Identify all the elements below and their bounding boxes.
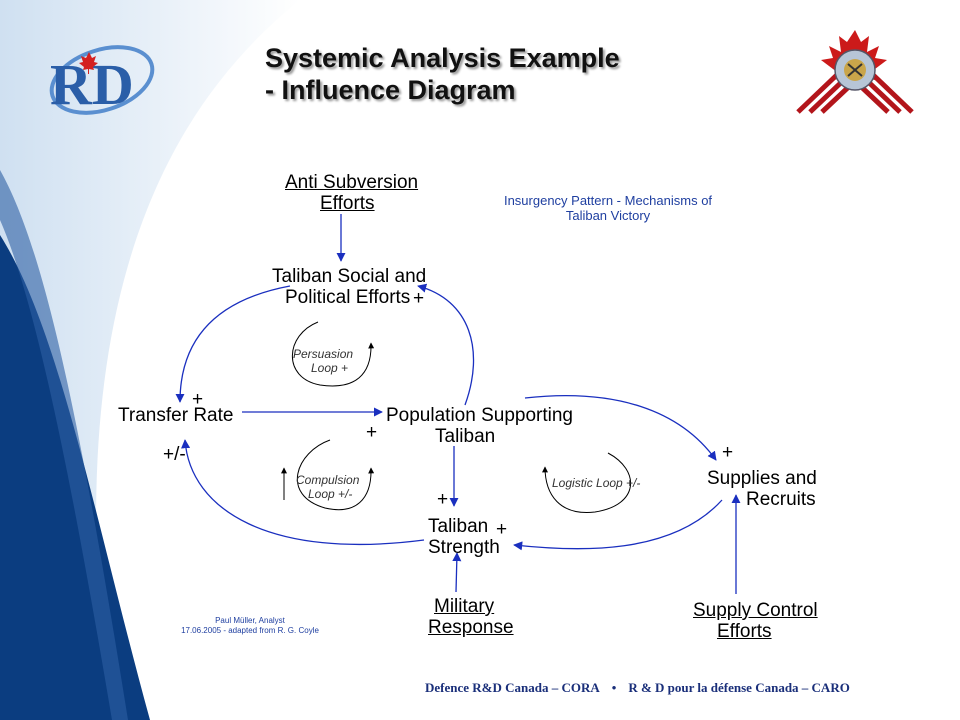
arrow-military-to-strength [452,552,462,593]
node-transfer-rate: Transfer Rate [118,405,234,426]
sign-strength-in-population: + [437,489,449,510]
diagram-note: Insurgency Pattern - Mechanisms of Talib… [503,193,713,223]
node-taliban-social-political-efforts: Taliban Social and Political Efforts [272,266,427,308]
persuasion-loop-arc [292,321,375,387]
footer-separator: • [611,680,617,695]
title-line-2: - Influence Diagram [265,75,516,105]
compulsion-loop-arc [296,439,375,511]
rd-logo: RD [49,45,155,117]
node-supply-control-efforts: Supply Control Efforts [693,600,818,642]
sign-strength-in-supplies: + [496,519,508,540]
compulsion-loop-label: Compulsion Loop +/- [296,473,360,501]
persuasion-loop-label: Persuasion Loop + [293,347,354,375]
page-title: Systemic Analysis Example - Influence Di… [265,42,620,106]
node-population-supporting-taliban: Population Supporting Taliban [386,405,573,447]
title-line-1: Systemic Analysis Example [265,43,620,73]
arrow-population-to-supplies [524,395,717,461]
author-credit: Paul Müller, Analyst 17.06.2005 - adapte… [181,616,319,635]
arrow-supplies-to-strength [513,499,723,551]
node-military-response: Military Response [428,596,514,638]
sign-social-in: + [413,288,425,309]
arrow-social-to-transfer [175,285,291,403]
node-taliban-strength: Taliban Strength [428,516,500,558]
footer: Defence R&D Canada – CORA • R & D pour la … [425,680,850,696]
sign-supplies-in: + [722,442,734,463]
arrow-strength-to-transfer [181,439,425,546]
logistic-loop-label: Logistic Loop +/- [552,476,641,490]
sign-transfer-in: + [192,389,204,410]
footer-left: Defence R&D Canada – CORA [425,680,600,695]
node-supplies-and-recruits: Supplies and Recruits [707,468,817,510]
sign-transfer-out: +/- [163,444,186,465]
footer-right: R & D pour la défense Canada – CARO [628,680,850,695]
sign-population-in: + [366,422,378,443]
canadian-forces-crest-icon [796,30,914,114]
maple-leaf-icon [79,52,98,74]
logistic-loop-arc [542,452,632,513]
node-anti-subversion-efforts: Anti Subversion Efforts [285,172,419,214]
arrow-population-to-social [417,283,475,406]
